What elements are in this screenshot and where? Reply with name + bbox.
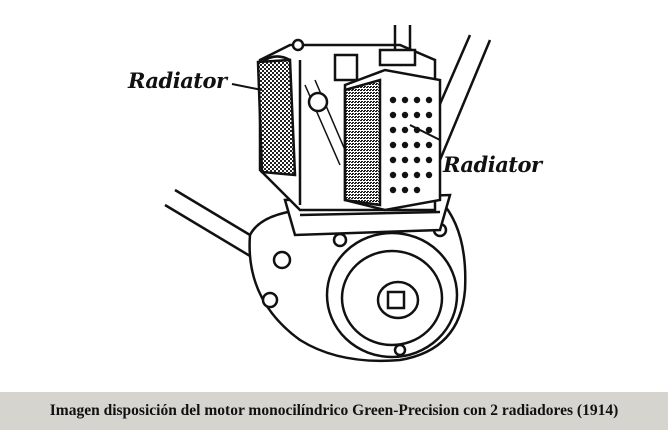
left-radiator bbox=[256, 55, 297, 177]
right-radiator bbox=[343, 68, 442, 212]
engine-drawing: Radiator Radiator bbox=[127, 25, 545, 363]
pulley bbox=[325, 231, 459, 359]
radiator-left-label: Radiator bbox=[127, 68, 229, 93]
radiator-right-label: Radiator bbox=[442, 152, 544, 177]
engine-illustration: Radiator Radiator bbox=[127, 25, 545, 363]
caption-bar: Imagen disposición del motor monocilíndr… bbox=[0, 392, 668, 430]
figure-caption: Imagen disposición del motor monocilíndr… bbox=[49, 402, 619, 419]
leader-lines bbox=[231, 83, 441, 141]
